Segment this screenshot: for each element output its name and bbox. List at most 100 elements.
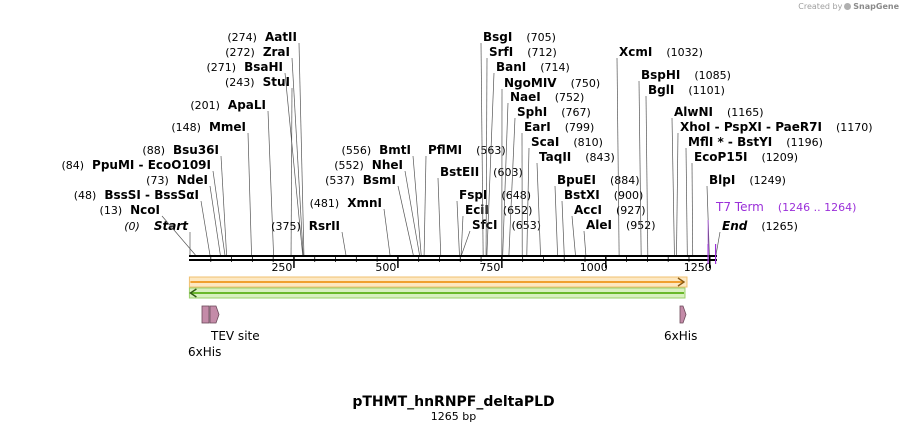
site-bsahi-271[interactable]: (271)BsaHI xyxy=(207,60,304,256)
site-blpi-1249-label[interactable]: BlpI(1249) xyxy=(709,173,786,187)
site-naei-752-label[interactable]: NaeI(752) xyxy=(510,90,584,104)
site-apali-201-label[interactable]: (201)ApaLI xyxy=(190,98,266,112)
site-eari-799-label[interactable]: EarI(799) xyxy=(524,120,594,134)
site-taqii-843-label[interactable]: TaqII(843) xyxy=(539,150,615,164)
site-mfli-1196[interactable]: MflI * - BstYI(1196) xyxy=(685,135,823,256)
site-stui-243[interactable]: (243)StuI xyxy=(225,75,293,256)
site-sfci-653-label[interactable]: SfcI(653) xyxy=(472,218,541,232)
site-bsu36i-88-label[interactable]: (88)Bsu36I xyxy=(142,143,219,157)
site-start-0-label[interactable]: (0)Start xyxy=(124,219,189,233)
site-ngomiv-750[interactable]: NgoMIV(750) xyxy=(501,76,600,256)
site-bsmi-537[interactable]: (537)BsmI xyxy=(325,173,414,256)
site-apali-201[interactable]: (201)ApaLI xyxy=(190,98,274,256)
site-sfci-653[interactable]: SfcI(653) xyxy=(461,218,542,256)
site-ndei-73-label[interactable]: (73)NdeI xyxy=(146,173,208,187)
site-sphi-767-label[interactable]: SphI(767) xyxy=(517,105,591,119)
site-bsphi-1085-label[interactable]: BspHI(1085) xyxy=(641,68,731,82)
site-zrai-272[interactable]: (272)ZraI xyxy=(225,45,304,256)
site-acci-927-label[interactable]: AccI(927) xyxy=(574,203,646,217)
site-mmei-148[interactable]: (148)MmeI xyxy=(171,120,252,256)
site-start-0[interactable]: (0)Start xyxy=(124,219,191,255)
site-fspi-648[interactable]: FspI(648) xyxy=(456,188,531,256)
site-bsssi-48-label[interactable]: (48)BssSI - BssSαI xyxy=(74,188,199,202)
site-ndei-73[interactable]: (73)NdeI xyxy=(146,173,221,256)
site-acci-927[interactable]: AccI(927) xyxy=(571,203,646,256)
site-xhoi-1170-label[interactable]: XhoI - PspXI - PaeR7I(1170) xyxy=(680,120,873,134)
site-bgli-1101-label[interactable]: BglI(1101) xyxy=(648,83,725,97)
site-ngomiv-750-label[interactable]: NgoMIV(750) xyxy=(504,76,600,90)
site-bstxi-900-label[interactable]: BstXI(900) xyxy=(564,188,643,202)
site-sphi-767[interactable]: SphI(767) xyxy=(508,105,591,256)
site-bsteii-603-label[interactable]: BstEII(603) xyxy=(440,165,523,179)
site-bsgi-705-label[interactable]: BsgI(705) xyxy=(483,30,556,44)
site-xcmi-1032[interactable]: XcmI(1032) xyxy=(616,45,703,256)
site-taqii-843[interactable]: TaqII(843) xyxy=(536,150,615,256)
site-xmni-481[interactable]: (481)XmnI xyxy=(310,196,391,256)
site-naei-752[interactable]: NaeI(752) xyxy=(502,90,585,256)
site-ecop15i-1209[interactable]: EcoP15I(1209) xyxy=(691,150,798,256)
site-zrai-272-label[interactable]: (272)ZraI xyxy=(225,45,290,59)
site-ecop15i-1209-label[interactable]: EcoP15I(1209) xyxy=(694,150,798,164)
t7-terminator[interactable]: T7 Term(1246 .. 1264) xyxy=(707,200,856,264)
site-bsahi-271-leader xyxy=(284,72,304,256)
site-mfli-1196-label[interactable]: MflI * - BstYI(1196) xyxy=(688,135,823,149)
site-xhoi-1170[interactable]: XhoI - PspXI - PaeR7I(1170) xyxy=(676,120,873,256)
site-scai-810[interactable]: ScaI(810) xyxy=(526,135,603,256)
site-scai-810-label[interactable]: ScaI(810) xyxy=(531,135,603,149)
site-ecii-652-leader xyxy=(460,215,464,256)
site-bsteii-603[interactable]: BstEII(603) xyxy=(437,165,523,256)
site-bani-714-label[interactable]: BanI(714) xyxy=(496,60,570,74)
site-bsphi-1085[interactable]: BspHI(1085) xyxy=(638,68,731,256)
site-srfi-712-label[interactable]: SrfI(712) xyxy=(489,45,557,59)
site-apali-201-position: (201) xyxy=(190,99,220,112)
site-stui-243-name: StuI xyxy=(263,75,290,89)
site-mmei-148-position: (148) xyxy=(171,121,201,134)
site-blpi-1249[interactable]: BlpI(1249) xyxy=(706,173,786,256)
site-srfi-712[interactable]: SrfI(712) xyxy=(485,45,557,256)
site-mmei-148-label[interactable]: (148)MmeI xyxy=(171,120,246,134)
site-bpuei-884-label[interactable]: BpuEI(884) xyxy=(557,173,640,187)
site-ppumi-84-label[interactable]: (84)PpuMI - EcoO109I xyxy=(61,158,211,172)
site-aatii-274-label[interactable]: (274)AatII xyxy=(227,30,297,44)
site-bsmi-537-label[interactable]: (537)BsmI xyxy=(325,173,396,187)
site-bsu36i-88[interactable]: (88)Bsu36I xyxy=(142,143,227,256)
site-bmti-556[interactable]: (556)BmtI xyxy=(342,143,422,256)
site-rsrii-375-label[interactable]: (375)RsrII xyxy=(271,219,340,233)
site-nhei-552[interactable]: (552)NheI xyxy=(334,158,420,256)
his-tag-right-shape[interactable] xyxy=(679,305,687,324)
site-bsssi-48[interactable]: (48)BssSI - BssSαI xyxy=(74,188,211,256)
site-bani-714[interactable]: BanI(714) xyxy=(486,60,570,256)
site-eari-799[interactable]: EarI(799) xyxy=(521,120,594,256)
site-nhei-552-name: NheI xyxy=(372,158,403,172)
site-bpuei-884[interactable]: BpuEI(884) xyxy=(554,173,640,256)
site-bstxi-900[interactable]: BstXI(900) xyxy=(561,188,643,256)
site-ncoi-13-label[interactable]: (13)NcoI xyxy=(100,203,160,217)
site-bsmi-537-leader xyxy=(397,185,414,256)
site-alwni-1165[interactable]: AlwNI(1165) xyxy=(671,105,764,256)
site-fspi-648-label[interactable]: FspI(648) xyxy=(459,188,531,202)
site-rsrii-375[interactable]: (375)RsrII xyxy=(271,219,347,256)
site-alwni-1165-label[interactable]: AlwNI(1165) xyxy=(674,105,764,119)
tev-site-shape[interactable] xyxy=(209,305,220,324)
site-end-1265-label[interactable]: End(1265) xyxy=(722,219,798,233)
site-aatii-274[interactable]: (274)AatII xyxy=(227,30,305,256)
site-bsahi-271-label[interactable]: (271)BsaHI xyxy=(207,60,284,74)
site-bgli-1101[interactable]: BglI(1101) xyxy=(645,83,725,256)
site-alei-952-label[interactable]: AleI(952) xyxy=(586,218,656,232)
site-nhei-552-label[interactable]: (552)NheI xyxy=(334,158,403,172)
site-bsgi-705[interactable]: BsgI(705) xyxy=(480,30,556,256)
site-end-1265[interactable]: End(1265) xyxy=(715,219,798,256)
site-xcmi-1032-label[interactable]: XcmI(1032) xyxy=(619,45,703,59)
site-ncoi-13[interactable]: (13)NcoI xyxy=(100,203,196,256)
site-alei-952[interactable]: AleI(952) xyxy=(583,218,656,256)
site-stui-243-label[interactable]: (243)StuI xyxy=(225,75,290,89)
site-bmti-556-label[interactable]: (556)BmtI xyxy=(342,143,411,157)
site-xmni-481-label[interactable]: (481)XmnI xyxy=(310,196,382,210)
site-bani-714-leader xyxy=(486,72,495,256)
his-tag-left-shape[interactable] xyxy=(201,305,210,324)
site-pflmi-563-label[interactable]: PflMI(563) xyxy=(428,143,506,157)
site-zrai-272-leader xyxy=(291,57,304,256)
site-ppumi-84[interactable]: (84)PpuMI - EcoO109I xyxy=(61,158,226,256)
t7-term-label[interactable]: T7 Term(1246 .. 1264) xyxy=(715,200,856,214)
site-bsssi-48-leader xyxy=(200,200,211,256)
